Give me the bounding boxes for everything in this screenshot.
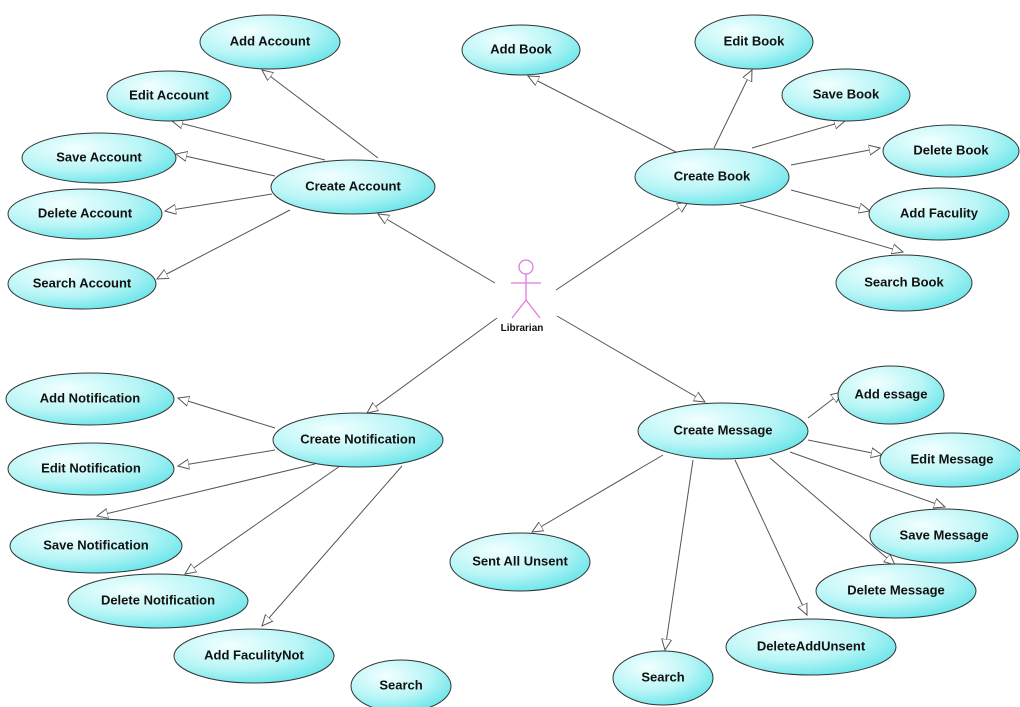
usecase-label: DeleteAddUnsent <box>757 638 866 653</box>
usecase-delete-account[interactable]: Delete Account <box>7 188 163 240</box>
edge-create-account-edit-account <box>172 121 326 161</box>
usecase-save-book[interactable]: Save Book <box>781 68 911 122</box>
edge-create-book-add-faculity <box>790 189 870 211</box>
usecase-label: Search Account <box>33 275 132 290</box>
usecase-sent-all-unsent[interactable]: Sent All Unsent <box>449 532 591 592</box>
usecase-label: Save Book <box>813 86 880 101</box>
usecase-label: Edit Message <box>910 451 993 466</box>
usecase-label: Edit Book <box>724 33 785 48</box>
usecase-deleteaddunsent[interactable]: DeleteAddUnsent <box>725 618 897 676</box>
edge-create-notification-delete-notification <box>185 465 341 574</box>
usecase-label: Search Book <box>864 274 944 289</box>
usecase-label: Sent All Unsent <box>472 553 568 568</box>
edge-create-notification-edit-notification <box>178 449 276 466</box>
usecase-delete-message[interactable]: Delete Message <box>815 563 977 619</box>
usecase-search-book[interactable]: Search Book <box>835 254 973 312</box>
edge-librarian-create-notification <box>367 317 498 413</box>
edges <box>97 70 945 650</box>
usecase-label: Add essage <box>855 386 928 401</box>
usecase-label: Edit Account <box>129 87 209 102</box>
usecase-search-message[interactable]: Search <box>612 650 714 706</box>
usecase-edit-message[interactable]: Edit Message <box>879 432 1020 488</box>
edge-create-notification-add-notification <box>178 398 276 429</box>
edge-create-account-delete-account <box>165 193 273 211</box>
usecase-save-notification[interactable]: Save Notification <box>9 518 183 574</box>
edge-create-book-delete-book <box>790 148 880 166</box>
edge-librarian-create-account <box>378 214 496 284</box>
usecase-add-account[interactable]: Add Account <box>199 14 341 70</box>
usecase-label: Save Notification <box>43 537 149 552</box>
usecase-label: Add Notification <box>40 390 140 405</box>
usecase-label: Add Faculity <box>900 205 979 220</box>
usecases: Add Account Edit Account Save Account De… <box>5 14 1020 707</box>
edge-create-book-search-book <box>739 204 903 252</box>
usecase-add-faculitynot[interactable]: Add FaculityNot <box>173 628 335 684</box>
edge-create-message-deleteaddunsent <box>734 459 807 615</box>
usecase-label: Delete Notification <box>101 592 215 607</box>
edge-create-book-edit-book <box>713 70 752 149</box>
actor-label: Librarian <box>501 323 544 334</box>
usecase-save-account[interactable]: Save Account <box>21 132 177 184</box>
edge-librarian-create-message <box>556 315 705 402</box>
usecase-label: Add Book <box>490 41 552 56</box>
usecase-label: Add Account <box>230 33 311 48</box>
usecase-label: Edit Notification <box>41 460 141 475</box>
usecase-label: Delete Book <box>913 142 989 157</box>
usecase-add-book[interactable]: Add Book <box>461 24 581 76</box>
usecase-label: Create Account <box>305 178 401 193</box>
usecase-edit-notification[interactable]: Edit Notification <box>7 442 175 496</box>
usecase-create-notification[interactable]: Create Notification <box>272 412 444 468</box>
usecase-label: Save Account <box>56 149 142 164</box>
edge-create-message-delete-message <box>769 457 895 565</box>
usecase-save-message[interactable]: Save Message <box>869 508 1019 564</box>
usecase-edit-book[interactable]: Edit Book <box>694 14 814 70</box>
usecase-add-notification[interactable]: Add Notification <box>5 372 175 426</box>
usecase-add-faculity[interactable]: Add Faculity <box>868 187 1010 241</box>
edge-create-account-search-account <box>157 209 291 279</box>
edge-librarian-create-book <box>555 202 688 291</box>
usecase-search-notification[interactable]: Search <box>350 659 452 707</box>
edge-create-message-search <box>665 459 694 650</box>
usecase-label: Create Book <box>674 168 751 183</box>
edge-create-message-sent-all-unsent <box>532 454 664 532</box>
usecase-label: Delete Message <box>847 582 945 597</box>
usecase-label: Save Message <box>900 527 989 542</box>
edge-create-account-add-account <box>262 70 379 159</box>
usecase-create-message[interactable]: Create Message <box>637 402 809 460</box>
actor-librarian[interactable]: Librarian <box>501 259 544 334</box>
edge-create-book-save-book <box>751 121 845 149</box>
usecase-label: Add FaculityNot <box>204 647 304 662</box>
usecase-label: Create Message <box>674 422 773 437</box>
edge-create-message-save-message <box>789 451 945 507</box>
usecase-label: Create Notification <box>300 431 416 446</box>
edge-create-account-save-account <box>176 154 276 177</box>
usecase-search-account[interactable]: Search Account <box>7 258 157 310</box>
edge-create-notification-save-notification <box>97 463 316 516</box>
edge-create-book-add-book <box>528 76 677 153</box>
edge-create-message-add-essage <box>807 392 842 419</box>
edge-create-message-edit-message <box>807 439 882 455</box>
usecase-delete-book[interactable]: Delete Book <box>882 124 1020 178</box>
usecase-label: Delete Account <box>38 205 133 220</box>
usecase-delete-notification[interactable]: Delete Notification <box>67 573 249 629</box>
edge-create-notification-add-faculitynot <box>262 465 403 626</box>
usecase-create-account[interactable]: Create Account <box>270 159 436 215</box>
usecase-label: Search <box>379 677 422 692</box>
usecase-label: Search <box>641 669 684 684</box>
usecase-add-essage[interactable]: Add essage <box>837 365 945 425</box>
stick-figure-icon <box>511 259 541 319</box>
usecase-create-book[interactable]: Create Book <box>634 148 790 206</box>
usecase-edit-account[interactable]: Edit Account <box>106 70 232 122</box>
